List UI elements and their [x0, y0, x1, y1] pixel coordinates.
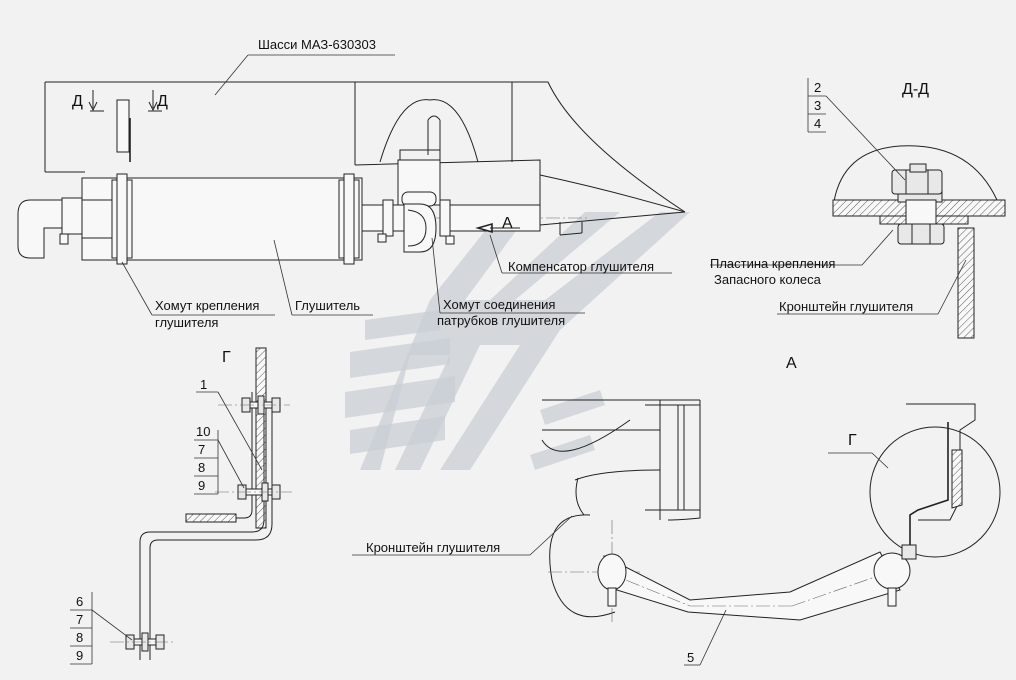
view-g-leaders	[70, 391, 263, 665]
maz-watermark-logo	[345, 212, 690, 470]
plate-label-line2: Запасного колеса	[714, 272, 822, 287]
section-dd-leaders	[710, 78, 967, 315]
g-callout-7-lower: 7	[76, 612, 83, 627]
g-callout-9-lower: 9	[76, 648, 83, 663]
g-callout-9-upper: 9	[198, 478, 205, 493]
dd-callout-2: 2	[814, 80, 821, 95]
g-callout-8-lower: 8	[76, 630, 83, 645]
dd-callout-3: 3	[814, 98, 821, 113]
plate-label-line1: Пластина крепления	[710, 256, 835, 271]
view-a-leaders	[352, 452, 889, 666]
section-d-right-label: Д	[157, 93, 168, 110]
muffler-label: Глушитель	[295, 298, 360, 313]
g-callout-1: 1	[200, 377, 207, 392]
view-g-callout-label: Г	[848, 432, 857, 449]
view-g-detail	[110, 347, 292, 660]
chassis-label: Шасси МАЗ-630303	[258, 37, 376, 52]
view-a-arrow-label: А	[502, 215, 513, 232]
section-dd-title: Д-Д	[902, 81, 929, 98]
main-side-view	[17, 81, 686, 265]
g-callout-7-upper: 7	[198, 442, 205, 457]
bracket-bottom-label: Кронштейн глушителя	[366, 540, 500, 555]
section-d-left-label: Д	[72, 93, 83, 110]
section-dd-view	[832, 145, 1006, 339]
clamp-mount-label-line2: глушителя	[155, 315, 218, 330]
compensator-label: Компенсатор глушителя	[508, 259, 654, 274]
main-view-leaders	[121, 54, 672, 316]
g-callout-6: 6	[76, 594, 83, 609]
clamp-mount-label-line1: Хомут крепления	[155, 298, 259, 313]
bracket-right-label: Кронштейн глушителя	[779, 299, 913, 314]
clamp-join-label-line1: Хомут соединения	[443, 297, 555, 312]
clamp-join-label-line2: патрубков глушителя	[437, 313, 565, 328]
view-a-title: А	[786, 355, 797, 372]
view-a-callout-5: 5	[687, 650, 694, 665]
view-g-title: Г	[222, 349, 231, 366]
g-callout-8-upper: 8	[198, 460, 205, 475]
g-callout-10: 10	[196, 424, 210, 439]
dd-callout-4: 4	[814, 116, 821, 131]
view-a-detail	[541, 399, 1001, 625]
